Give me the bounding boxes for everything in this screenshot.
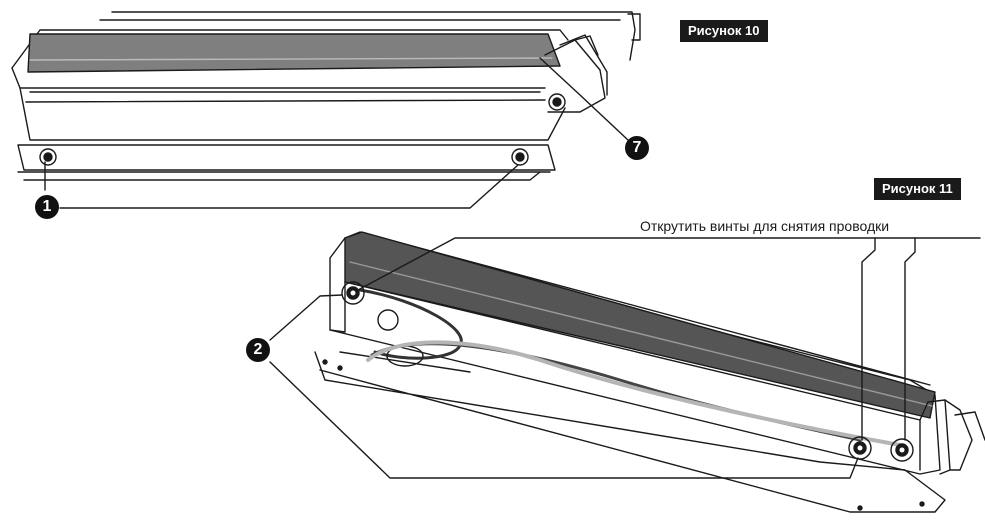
screw-icon: [511, 148, 529, 166]
figure-11-drawing: [269, 231, 985, 513]
gray-strip: [27, 33, 561, 73]
screw-icon: [39, 148, 57, 166]
figure-10-label: Рисунок 10: [680, 20, 768, 42]
figure-11-label: Рисунок 11: [874, 178, 961, 200]
instruction-text: Открутить винты для снятия проводки: [640, 218, 890, 234]
screw-icon: [548, 93, 566, 111]
callout-2: 2: [246, 338, 270, 362]
screw-icon: [890, 438, 914, 462]
callout-7: 7: [625, 136, 649, 160]
screw-icon: [848, 436, 872, 460]
dark-strip: [344, 231, 936, 419]
screw-icon: [341, 281, 365, 305]
wire-light: [366, 340, 902, 447]
figure-10-drawing: [11, 11, 641, 209]
callout-1: 1: [35, 195, 59, 219]
